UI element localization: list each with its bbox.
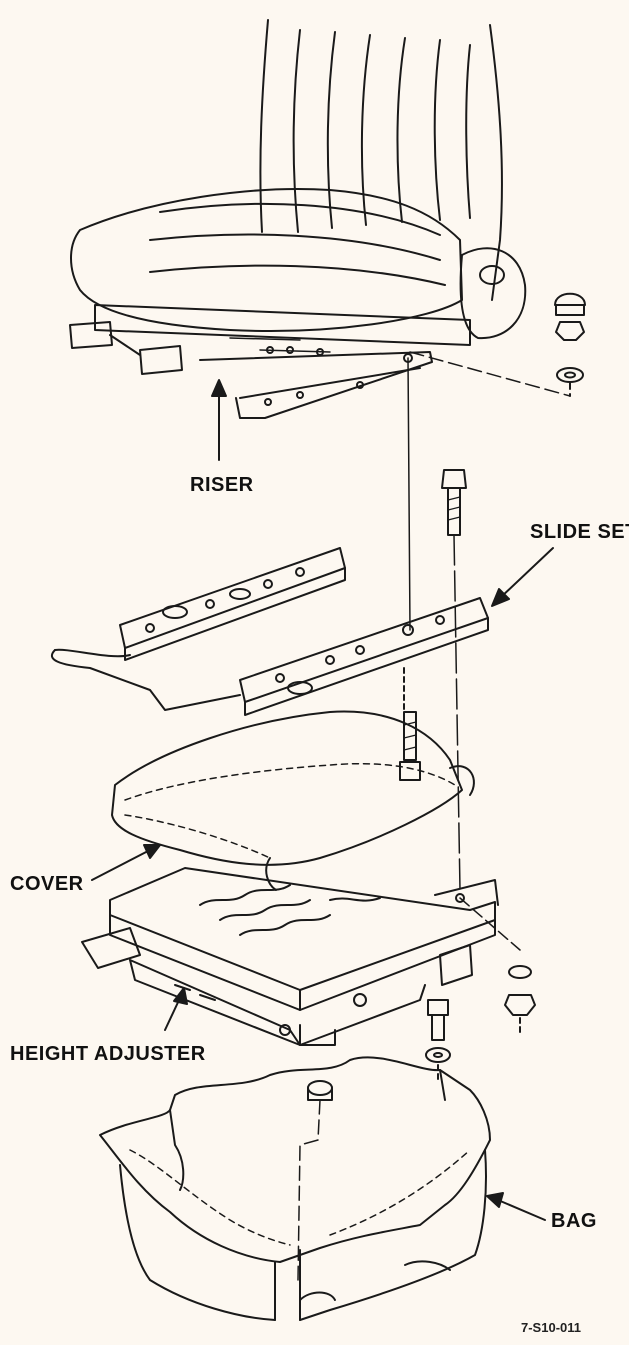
cover-assembly: [111, 710, 475, 891]
slide-set-arrow: [499, 547, 554, 599]
frame-right-hardware: [425, 897, 536, 1081]
figure-id: 7-S10-011: [521, 1320, 581, 1335]
height-adjuster-label: HEIGHT ADJUSTER: [10, 1043, 206, 1065]
height-adjuster-assembly: [81, 867, 499, 1046]
top-right-hardware: [554, 292, 586, 397]
cover-label: COVER: [10, 873, 84, 895]
riser-label: RISER: [190, 474, 254, 496]
seat-hardware-leader: [409, 351, 571, 397]
slide-set-label: SLIDE SET: [530, 521, 629, 543]
seat-assembly: [69, 19, 527, 419]
center-stud-hardware: [297, 1080, 333, 1281]
callout-arrows: [91, 379, 554, 1221]
slide-set-assembly: [51, 547, 489, 716]
bag-assembly: [99, 1056, 491, 1321]
riser-to-slide-line: [407, 357, 411, 631]
cover-arrow: [91, 849, 151, 881]
slide-bolt: [441, 469, 467, 891]
height-adjuster-arrow: [164, 997, 181, 1031]
bag-label: BAG: [551, 1210, 597, 1232]
lower-slide-bolt: [399, 667, 421, 781]
bag-arrow: [497, 1199, 546, 1221]
